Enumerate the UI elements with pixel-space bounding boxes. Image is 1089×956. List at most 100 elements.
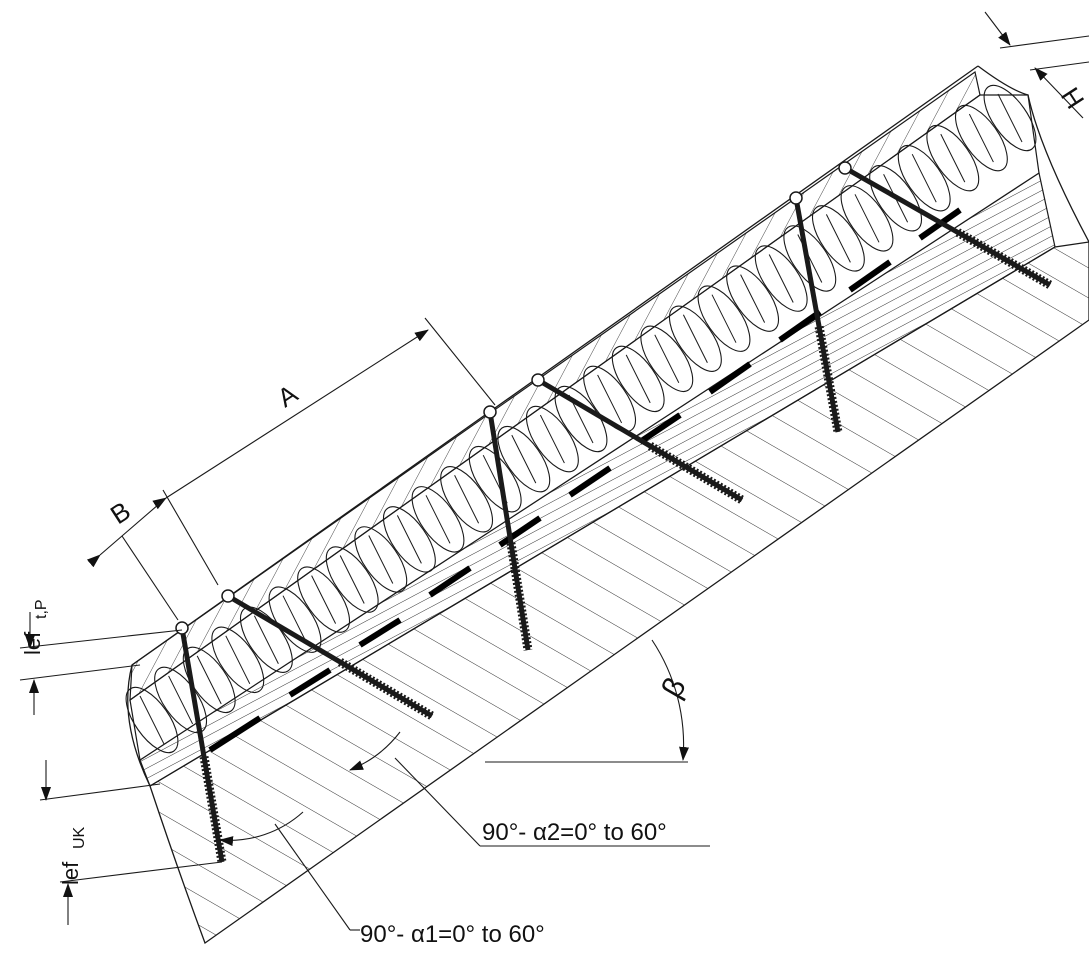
insulation-diagonal	[225, 635, 251, 685]
dimension-lines	[19, 11, 1089, 931]
dim-a-ext-left	[162, 489, 219, 586]
screw-icon	[221, 589, 435, 720]
screws	[175, 161, 1053, 863]
insulation-diagonal	[368, 535, 394, 584]
membrane-strip	[498, 515, 542, 548]
membrane-strip	[708, 361, 752, 395]
insulation-loop	[697, 285, 751, 352]
dim-h-ext-2	[1029, 61, 1089, 71]
insulation-diagonal	[139, 695, 165, 745]
insulation-diagonal	[768, 254, 794, 303]
dim-lef-uk-ext-1	[39, 783, 161, 801]
insulation-loop	[125, 686, 179, 754]
label-lef-uk-main: lef	[58, 861, 83, 885]
insulation-loop	[440, 466, 494, 533]
label-lef-uk: lef UK	[58, 826, 88, 885]
insulation-diagonal	[396, 515, 422, 564]
insulation-diagonal	[454, 475, 480, 524]
insulation-loop	[754, 245, 808, 312]
membrane-strips	[208, 207, 962, 753]
insulation-loop	[525, 405, 579, 473]
label-beta: β	[655, 672, 692, 703]
alpha2-arc	[349, 731, 401, 771]
label-h: H	[1055, 82, 1089, 114]
membrane-strip	[208, 715, 262, 753]
insulation-loop	[869, 165, 923, 232]
insulation-loop	[926, 124, 980, 192]
screw-icon	[483, 405, 533, 651]
insulation-diagonal	[968, 113, 994, 163]
insulation-diagonal	[311, 575, 337, 624]
dim-a-line	[152, 329, 429, 510]
alpha2-leader	[394, 757, 481, 847]
dim-h-ext-1	[999, 35, 1089, 49]
insulation-diagonal	[196, 655, 222, 705]
label-b: B	[105, 495, 136, 530]
insulation-loop	[726, 265, 780, 332]
membrane-strip	[358, 617, 402, 648]
screw-icon	[838, 161, 1053, 289]
membrane-strip	[288, 667, 332, 698]
label-a: A	[272, 378, 303, 413]
screw-icon	[175, 621, 227, 863]
insulation-loop	[325, 546, 379, 613]
label-lef-tp-sub: t,P	[33, 599, 50, 619]
insulation-loop	[611, 345, 665, 413]
insulation-diagonal	[740, 274, 766, 323]
insulation-loop	[497, 425, 551, 493]
insulation-diagonal	[625, 354, 651, 404]
insulation-loop	[640, 325, 694, 392]
membrane-strip	[638, 412, 682, 445]
dim-h-line	[984, 11, 1011, 46]
insulation-diagonal	[940, 133, 966, 183]
insulation-diagonal	[539, 414, 565, 464]
insulation-diagonal	[825, 214, 851, 263]
label-lef-uk-sub: UK	[71, 826, 88, 849]
alpha1-leader	[274, 823, 351, 931]
insulation-diagonal	[682, 314, 708, 363]
rafter	[149, 241, 1089, 945]
insulation-diagonal	[997, 93, 1023, 143]
dim-b-ext	[121, 535, 179, 621]
insulation-loop	[297, 566, 351, 633]
beta-arc	[651, 639, 690, 761]
label-alpha1: 90°- α1=0° to 60°	[360, 921, 545, 948]
insulation-loop	[897, 145, 951, 212]
insulation-diagonal	[511, 434, 537, 484]
insulation-diagonal	[854, 194, 880, 243]
insulation-loop	[554, 385, 608, 453]
roof-outer-line	[131, 65, 979, 666]
insulation-diagonal	[282, 595, 308, 644]
insulation-diagonal	[339, 555, 365, 604]
insulation-diagonal	[253, 615, 279, 664]
membrane-strip	[428, 565, 472, 598]
insulation-loop	[468, 446, 522, 513]
dimension-labels: A B H β lef t,P lef UK 90°- α2=0° to 60°…	[20, 82, 1089, 948]
label-alpha2: 90°- α2=0° to 60°	[482, 819, 667, 846]
label-lef-tp-main: lef	[20, 631, 45, 655]
alpha1-arc	[219, 811, 304, 847]
insulation-loop	[211, 626, 265, 693]
dim-lef-uk-ext-2	[59, 861, 223, 883]
roof-top-curve	[977, 65, 1089, 243]
dim-b-line	[86, 497, 167, 568]
insulation-loop	[668, 305, 722, 372]
insulation-loop	[840, 185, 894, 252]
insulation-diagonal	[597, 374, 623, 424]
insulation-diagonal	[168, 675, 194, 725]
insulation-diagonal	[911, 153, 937, 203]
insulation-loop	[811, 205, 865, 272]
insulation-loop	[354, 526, 408, 593]
membrane-strip	[848, 259, 892, 293]
insulation-loop	[583, 365, 637, 433]
dim-lef-tp-ext-2	[19, 664, 141, 681]
insulation-loop	[783, 225, 837, 292]
screw-icon	[789, 191, 843, 433]
counter-batten	[129, 70, 981, 702]
roof-end-curve	[127, 664, 151, 787]
membrane-strip	[568, 465, 612, 498]
dim-h-line-2	[1034, 67, 1084, 119]
insulation-loop	[954, 104, 1008, 172]
membrane-strip	[778, 309, 822, 343]
